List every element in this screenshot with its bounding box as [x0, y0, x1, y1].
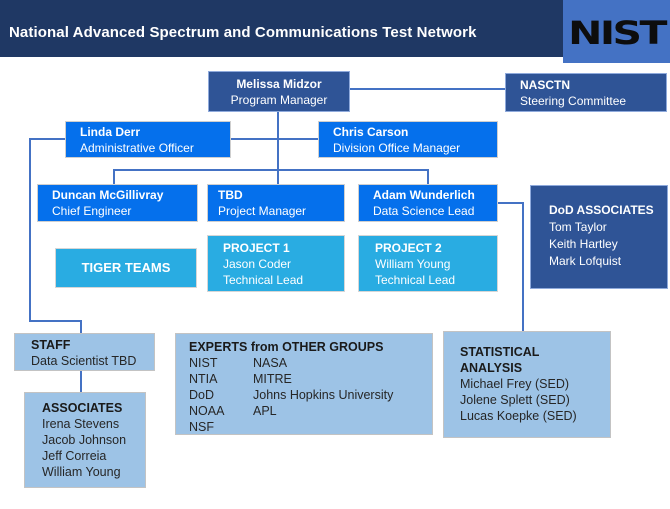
group-title-line1: STATISTICAL — [460, 345, 540, 359]
connector-left-rail — [29, 138, 31, 322]
nist-logo-text: NIST — [568, 14, 667, 51]
person-name: Duncan McGillivray — [52, 188, 164, 202]
person-role: Data Science Lead — [373, 204, 475, 218]
group-title: EXPERTS from OTHER GROUPS — [189, 340, 384, 354]
connector-duncan-stub — [113, 169, 115, 184]
member: Lucas Koepke (SED) — [460, 409, 577, 423]
box-admin-officer: Linda Derr Administrative Officer — [65, 121, 231, 158]
member: Jolene Splett (SED) — [460, 393, 570, 407]
connector-right-rail — [522, 202, 524, 331]
connector-linda-chris — [231, 138, 318, 140]
box-tiger-teams: TIGER TEAMS — [55, 248, 197, 288]
org-role: Steering Committee — [520, 93, 627, 108]
member: Keith Hartley — [549, 237, 618, 251]
person-name: TBD — [218, 188, 243, 202]
page-title: National Advanced Spectrum and Communica… — [9, 23, 477, 41]
box-division-office-manager: Chris Carson Division Office Manager — [318, 121, 498, 158]
person-role: Project Manager — [218, 204, 307, 218]
expert-org: NOAA — [189, 404, 225, 418]
expert-org: NTIA — [189, 372, 218, 386]
expert-org: NASA — [253, 356, 288, 370]
box-associates: ASSOCIATES Irena Stevens Jacob Johnson J… — [24, 392, 146, 488]
box-staff: STAFF Data Scientist TBD — [14, 333, 155, 371]
connector-adam-stub — [427, 169, 429, 184]
connector-row3 — [113, 169, 429, 171]
person-role: Administrative Officer — [80, 140, 194, 155]
member: Irena Stevens — [42, 417, 120, 431]
person-role: Chief Engineer — [52, 204, 132, 218]
member: Michael Frey (SED) — [460, 377, 570, 391]
box-data-science-lead: Adam Wunderlich Data Science Lead — [358, 184, 498, 222]
person-role: Program Manager — [230, 92, 328, 107]
person-name: Jason Coder — [223, 256, 292, 271]
nist-logo: NIST — [563, 0, 670, 63]
person-name: Adam Wunderlich — [373, 188, 475, 202]
expert-org: NSF — [189, 420, 214, 434]
person-role: Technical Lead — [375, 272, 456, 287]
project-title: PROJECT 1 — [223, 240, 290, 255]
header-bar: National Advanced Spectrum and Communica… — [0, 0, 670, 57]
person-role: Technical Lead — [223, 272, 304, 287]
connector-staff-stub — [80, 320, 82, 333]
group-title-line2: ANALYSIS — [460, 361, 523, 375]
box-statistical-analysis: STATISTICAL ANALYSIS Michael Frey (SED) … — [443, 331, 611, 438]
expert-org: APL — [253, 404, 277, 418]
member: William Young — [42, 465, 121, 479]
connector-rail-staff — [29, 320, 82, 322]
box-project2: PROJECT 2 William Young Technical Lead — [358, 235, 498, 292]
box-program-manager: Melissa Midzor Program Manager — [208, 71, 350, 112]
person-name: Linda Derr — [80, 124, 141, 139]
person-name: William Young — [375, 256, 451, 271]
experts-col1: NIST NTIA DoD NOAA NSF — [189, 355, 253, 435]
member: Mark Lofquist — [549, 254, 622, 268]
group-title: DoD ASSOCIATES — [549, 203, 654, 217]
member: Jacob Johnson — [42, 433, 127, 447]
org-name: NASCTN — [520, 77, 570, 92]
person-role: Division Office Manager — [333, 140, 461, 155]
project-title: PROJECT 2 — [375, 240, 442, 255]
group-title: TIGER TEAMS — [81, 260, 171, 275]
person-name: Melissa Midzor — [236, 76, 322, 91]
box-experts: EXPERTS from OTHER GROUPS NIST NTIA DoD … — [175, 333, 433, 435]
box-project-manager: TBD Project Manager — [207, 184, 345, 222]
connector-staff-associates — [80, 371, 82, 392]
connector-adam-right — [498, 202, 524, 204]
expert-org: MITRE — [253, 372, 292, 386]
person-name: Chris Carson — [333, 124, 409, 139]
connector-pm-down — [277, 112, 279, 184]
box-steering-committee: NASCTN Steering Committee — [505, 73, 667, 112]
box-project1: PROJECT 1 Jason Coder Technical Lead — [207, 235, 345, 292]
box-dod-associates: DoD ASSOCIATES Tom Taylor Keith Hartley … — [530, 185, 668, 289]
box-chief-engineer: Duncan McGillivray Chief Engineer — [37, 184, 198, 222]
expert-org: NIST — [189, 356, 218, 370]
member: Tom Taylor — [549, 220, 607, 234]
experts-col2: NASA MITRE Johns Hopkins University APL — [253, 355, 428, 435]
member: Data Scientist TBD — [31, 354, 137, 368]
connector-linda-left — [29, 138, 65, 140]
group-title: ASSOCIATES — [42, 401, 123, 415]
nist-logo-icon: NIST — [568, 14, 670, 51]
expert-org: Johns Hopkins University — [253, 388, 394, 402]
member: Jeff Correia — [42, 449, 107, 463]
expert-org: DoD — [189, 388, 215, 402]
connector-pm-steering — [350, 88, 505, 90]
group-title: STAFF — [31, 338, 71, 352]
experts-columns: NIST NTIA DoD NOAA NSF NASA MITRE Johns … — [189, 355, 428, 435]
